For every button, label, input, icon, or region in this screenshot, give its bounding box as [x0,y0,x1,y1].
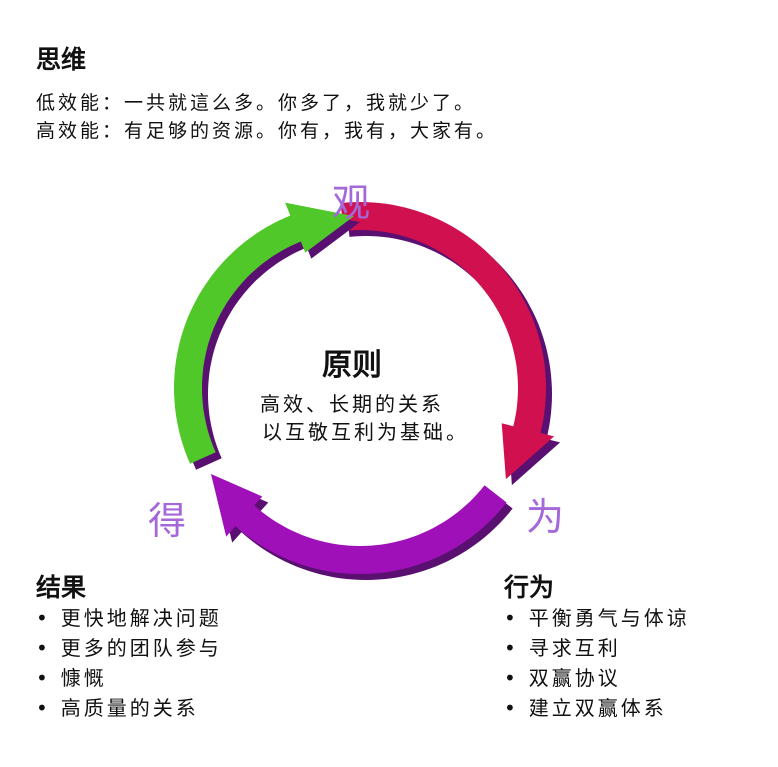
list-item: 平衡勇气与体谅 [504,602,690,632]
list-item: 更快地解决问题 [36,602,222,632]
list-item: 双赢协议 [504,662,690,692]
purple-arrow [211,474,507,574]
thinking-high: 高效能：有足够的资源。你有，我有，大家有。 [36,120,499,142]
green-arrow [174,202,354,464]
thinking-title: 思维 [36,45,87,74]
list-item: 更多的团队参与 [36,632,222,662]
behavior-list: 平衡勇气与体谅 寻求互利 双赢协议 建立双赢体系 [504,602,690,722]
center-title: 原则 [322,348,382,383]
list-item: 慷慨 [36,662,222,692]
thinking-low: 低效能：一共就這么多。你多了，我就少了。 [36,92,477,114]
list-item: 高质量的关系 [36,692,222,722]
label-view: 观 [332,181,371,225]
behavior-title: 行为 [504,573,555,602]
center-line-1: 高效、长期的关系 [260,392,444,416]
center-line-2: 以互敬互利为基础。 [262,420,469,444]
list-item: 寻求互利 [504,632,690,662]
red-arrow [340,202,555,480]
list-item: 建立双赢体系 [504,692,690,722]
results-list: 更快地解决问题 更多的团队参与 慷慨 高质量的关系 [36,602,222,722]
results-title: 结果 [36,573,87,602]
label-get: 得 [148,499,187,543]
label-act: 为 [526,495,565,539]
